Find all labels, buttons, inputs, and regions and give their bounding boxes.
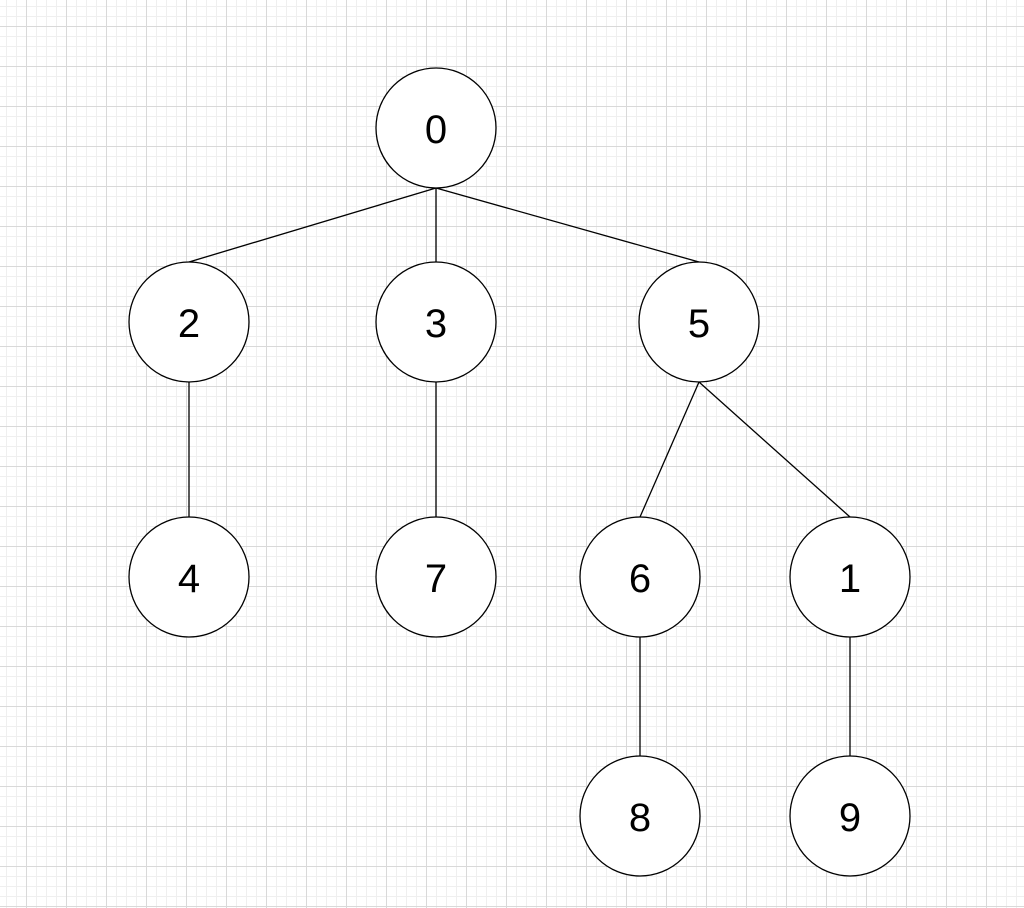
node-label: 0 bbox=[425, 108, 447, 152]
node-label: 4 bbox=[178, 557, 200, 601]
node-circle bbox=[789, 755, 911, 877]
node-7: 7 bbox=[375, 516, 497, 638]
node-label: 1 bbox=[839, 557, 861, 601]
node-3: 3 bbox=[375, 261, 497, 383]
node-6: 6 bbox=[579, 516, 701, 638]
node-2: 2 bbox=[128, 261, 250, 383]
node-circle bbox=[375, 67, 497, 189]
node-1: 1 bbox=[789, 516, 911, 638]
node-circle bbox=[128, 516, 250, 638]
node-label: 3 bbox=[425, 302, 447, 346]
edge-5-1 bbox=[698, 381, 851, 518]
node-circle bbox=[789, 516, 911, 638]
node-circle bbox=[579, 516, 701, 638]
tree-nodes: 0 2 3 5 4 7 6 1 8 9 bbox=[128, 67, 911, 877]
node-circle bbox=[579, 755, 701, 877]
node-label: 6 bbox=[629, 557, 651, 601]
node-0: 0 bbox=[375, 67, 497, 189]
node-4: 4 bbox=[128, 516, 250, 638]
node-circle bbox=[128, 261, 250, 383]
node-9: 9 bbox=[789, 755, 911, 877]
node-label: 8 bbox=[629, 796, 651, 840]
node-circle bbox=[375, 261, 497, 383]
edge-5-6 bbox=[639, 381, 700, 518]
node-5: 5 bbox=[638, 261, 760, 383]
edge-0-5 bbox=[435, 187, 700, 263]
node-8: 8 bbox=[579, 755, 701, 877]
node-label: 7 bbox=[425, 557, 447, 601]
node-label: 5 bbox=[688, 302, 710, 346]
edge-0-2 bbox=[188, 187, 437, 263]
node-label: 2 bbox=[178, 302, 200, 346]
tree-edges bbox=[188, 187, 851, 756]
node-label: 9 bbox=[839, 796, 861, 840]
node-circle bbox=[638, 261, 760, 383]
node-circle bbox=[375, 516, 497, 638]
